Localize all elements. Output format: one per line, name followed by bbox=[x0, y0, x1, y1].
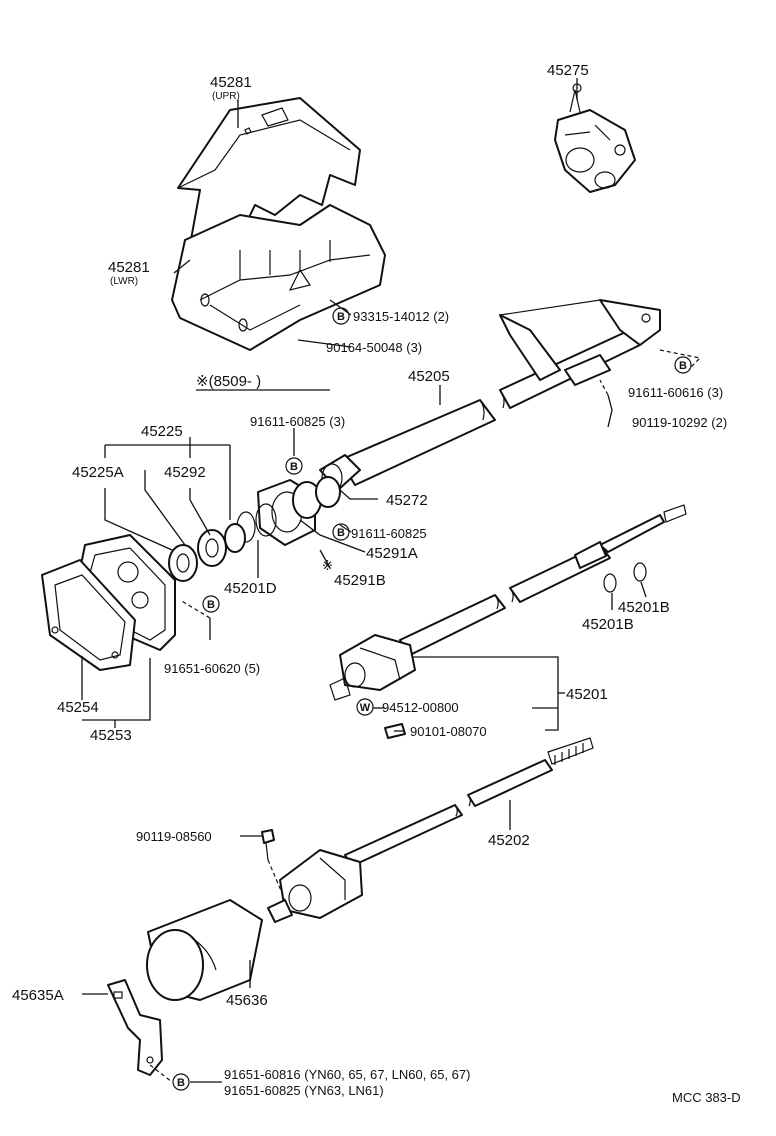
boot bbox=[146, 899, 263, 1001]
boot-clamp bbox=[107, 979, 163, 1076]
label-main-shaft: 45201 bbox=[566, 686, 608, 703]
label-cover-lower: 45281 bbox=[108, 259, 150, 276]
label-bolt-bottom-2: 91651-60825 (YN63, LN61) bbox=[224, 1083, 384, 1098]
label-bolt-cover-plate: 91651-60620 (5) bbox=[164, 661, 260, 676]
label-bolt-upper-right-2: 90119-10292 (2) bbox=[632, 415, 727, 430]
marker-w-washer: W bbox=[356, 698, 374, 716]
intermediate-shaft bbox=[344, 737, 594, 867]
label-clamp: 45272 bbox=[386, 492, 428, 509]
label-plate-outer: 45253 bbox=[90, 727, 132, 744]
cover-plate-outer bbox=[41, 559, 136, 671]
svg-text:B: B bbox=[337, 527, 345, 539]
universal-joint-lower bbox=[267, 849, 363, 923]
marker-b-bottom: B bbox=[172, 1073, 190, 1091]
label-date-note: ※(8509- ) bbox=[196, 373, 261, 390]
label-bolt-lower: 90119-08560 bbox=[136, 829, 212, 844]
bearing-assy bbox=[168, 523, 246, 582]
label-flange-b: 45291B bbox=[334, 572, 386, 589]
label-switch-bracket: 45275 bbox=[547, 62, 589, 79]
marker-b-left: B bbox=[285, 457, 303, 475]
label-bearing-b: 45292 bbox=[164, 464, 206, 481]
marker-b-cover-plate: B bbox=[202, 595, 220, 613]
label-flange-a: 45291A bbox=[366, 545, 418, 562]
label-boot: 45636 bbox=[226, 992, 268, 1009]
label-bolt-center: 91611-60825 bbox=[351, 526, 427, 541]
svg-text:※: ※ bbox=[322, 558, 333, 573]
marker-b-center: B bbox=[332, 523, 350, 541]
label-plate-inner: 45254 bbox=[57, 699, 99, 716]
universal-joint-upper bbox=[329, 634, 416, 701]
label-boot-clamp: 45635A bbox=[12, 987, 64, 1004]
label-cover-upper-note: (UPR) bbox=[212, 91, 240, 102]
label-screw-2: 90164-50048 (3) bbox=[326, 340, 422, 355]
snap-rings-45201b bbox=[603, 562, 647, 593]
label-snap-ring-b-right: 45201B bbox=[618, 599, 670, 616]
svg-text:B: B bbox=[337, 311, 345, 323]
label-column-tube: 45205 bbox=[408, 368, 450, 385]
label-screw-1: 93315-14012 (2) bbox=[353, 309, 449, 324]
svg-text:B: B bbox=[679, 360, 687, 372]
main-shaft bbox=[399, 504, 687, 656]
switch-bracket bbox=[554, 83, 636, 193]
label-snap-ring-d: 45201D bbox=[224, 580, 277, 597]
label-cover-upper: 45281 bbox=[210, 74, 252, 91]
column-flange bbox=[257, 476, 341, 546]
marker-b-upper-right: B bbox=[674, 356, 692, 374]
column-cover-lower bbox=[171, 204, 386, 351]
svg-text:B: B bbox=[290, 461, 298, 473]
label-washer: 94512-00800 bbox=[382, 700, 459, 715]
label-bolt-left: 91611-60825 (3) bbox=[250, 414, 345, 429]
svg-text:B: B bbox=[207, 599, 215, 611]
label-bearing-a: 45225A bbox=[72, 464, 124, 481]
svg-text:B: B bbox=[177, 1077, 185, 1089]
column-tube bbox=[319, 299, 661, 493]
marker-star-flange: ※ bbox=[322, 558, 333, 573]
label-bearing-assy: 45225 bbox=[141, 423, 183, 440]
label-cover-lower-note: (LWR) bbox=[110, 276, 138, 287]
svg-text:W: W bbox=[360, 702, 371, 714]
label-snap-ring-b-left: 45201B bbox=[582, 616, 634, 633]
label-intermediate-shaft: 45202 bbox=[488, 832, 530, 849]
marker-b-screw: B bbox=[332, 307, 350, 325]
label-bolt-bottom-1: 91651-60816 (YN60, 65, 67, LN60, 65, 67) bbox=[224, 1067, 470, 1082]
label-bolt-upper-right: 91611-60616 (3) bbox=[628, 385, 723, 400]
lower-bolt bbox=[261, 829, 286, 901]
leader-lines bbox=[81, 78, 702, 1083]
label-bolt-joint: 90101-08070 bbox=[410, 724, 487, 739]
label-diagram-code: MCC 383-D bbox=[672, 1090, 741, 1105]
